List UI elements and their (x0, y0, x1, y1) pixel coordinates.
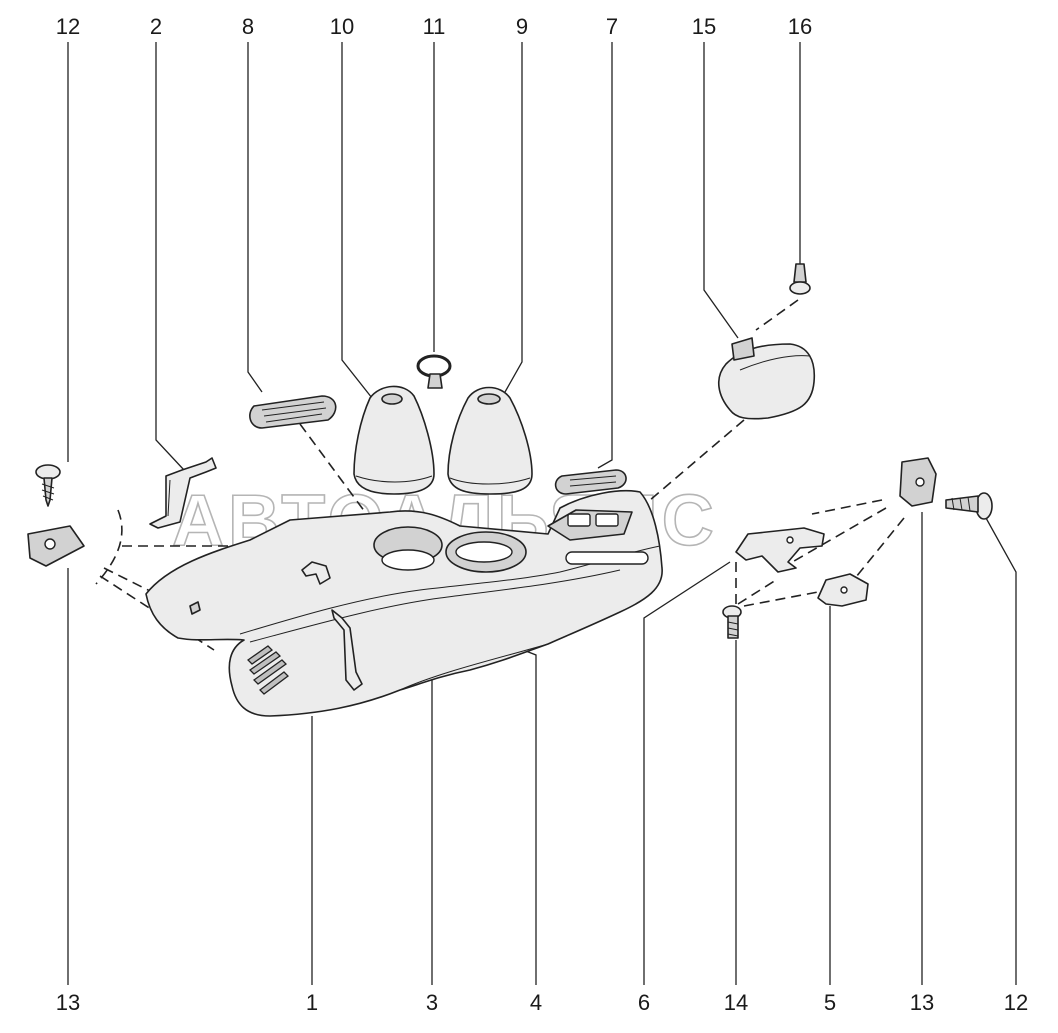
leader-lines (67, 42, 1017, 985)
part-4-clip (301, 561, 331, 585)
callout-1: 1 (306, 990, 318, 1015)
callouts-bottom: 13 1 3 4 6 14 5 13 12 (56, 990, 1028, 1015)
part-11-ring-clamp (416, 354, 452, 389)
part-6-bracket-plate (735, 527, 825, 573)
callout-9: 9 (516, 14, 528, 39)
part-13-clip-nut-left (27, 525, 85, 567)
callout-5: 5 (824, 990, 836, 1015)
callout-12-top: 12 (56, 14, 80, 39)
callout-4: 4 (530, 990, 542, 1015)
callout-13-right: 13 (910, 990, 934, 1015)
part-2-bracket (149, 457, 217, 529)
callout-10: 10 (330, 14, 354, 39)
part-16-push-clip (789, 263, 811, 295)
part-8-pad (249, 395, 337, 429)
callout-12-bottom: 12 (1004, 990, 1028, 1015)
callout-8: 8 (242, 14, 254, 39)
part-7-strip (554, 469, 627, 495)
part-9-boot (447, 386, 533, 495)
part-5-angle-bracket (817, 573, 869, 607)
part-12-screw-right (945, 492, 993, 520)
part-14-bolt (722, 605, 742, 639)
callout-14: 14 (724, 990, 748, 1015)
callout-15: 15 (692, 14, 716, 39)
callout-11: 11 (423, 14, 446, 39)
callout-13-left: 13 (56, 990, 80, 1015)
callout-3: 3 (426, 990, 438, 1015)
part-3-strap-bracket (331, 609, 363, 691)
part-13-clip-nut-right (899, 457, 937, 507)
callout-6: 6 (638, 990, 650, 1015)
callout-16: 16 (788, 14, 812, 39)
part-10-boot (353, 385, 435, 495)
part-12-screw-left (35, 464, 61, 507)
part-15-cover (718, 337, 816, 420)
part-1-console-body (145, 489, 663, 717)
callout-2: 2 (150, 14, 162, 39)
callout-7: 7 (606, 14, 618, 39)
callouts-top: 12 2 8 10 11 9 7 15 16 (56, 14, 812, 39)
